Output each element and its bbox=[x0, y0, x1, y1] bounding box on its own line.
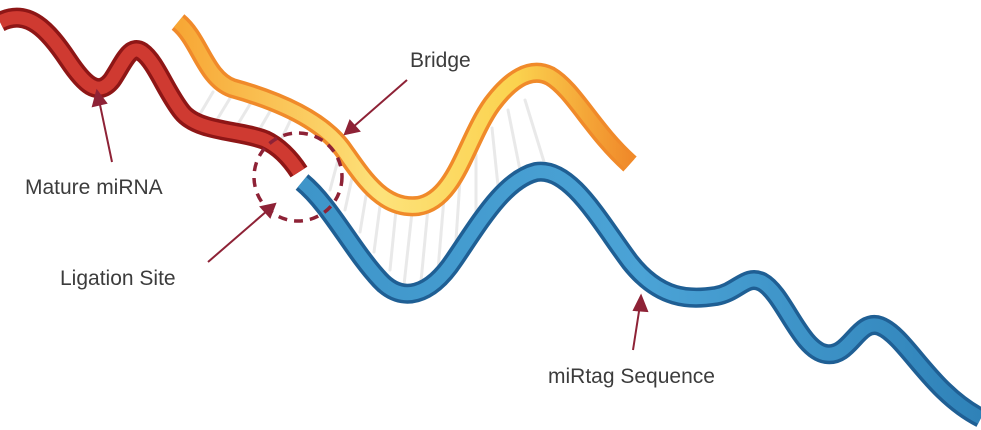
ligation-site-circle bbox=[252, 131, 344, 223]
label-mature-mirna: Mature miRNA bbox=[25, 176, 163, 199]
mature-mirna-strand bbox=[0, 7, 308, 178]
mirtag-strand bbox=[295, 161, 981, 427]
label-ligation-site: Ligation Site bbox=[60, 267, 176, 290]
pointer-arrows bbox=[91, 79, 649, 351]
bridge-strand bbox=[171, 14, 637, 217]
label-bridge: Bridge bbox=[410, 49, 471, 72]
base-pair-rungs bbox=[198, 90, 547, 294]
label-mirtag-sequence: miRtag Sequence bbox=[548, 365, 715, 388]
